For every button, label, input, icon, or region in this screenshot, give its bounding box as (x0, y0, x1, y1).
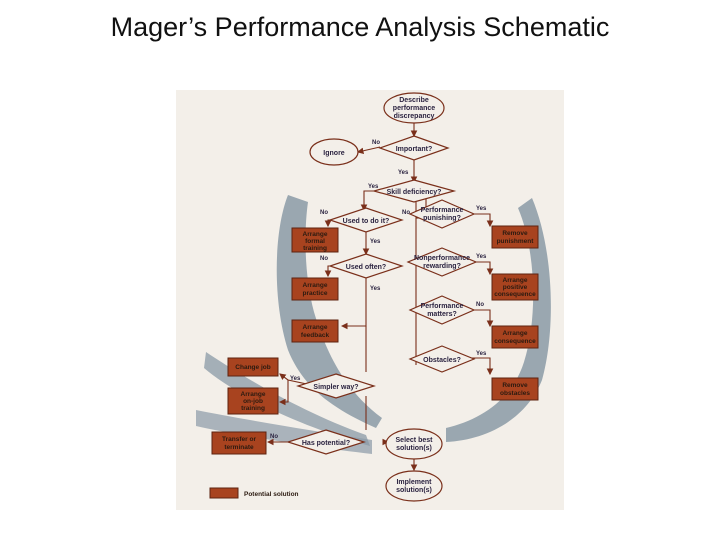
matters-line-1: Performance (421, 303, 464, 310)
transfer-line-1: Transfer or (222, 436, 256, 443)
consequence-line-2: consequence (494, 338, 536, 345)
nonperf-diamond (406, 247, 478, 277)
potential-label: Has potential? (302, 440, 350, 447)
formal-line-2: formal (305, 238, 325, 245)
positive-line-2: positive (503, 284, 528, 291)
transfer-line-2: terminate (224, 444, 254, 451)
implement-line-1: Implement (396, 479, 432, 486)
box-change-job (227, 357, 279, 377)
yes-label-used-often: Yes (370, 286, 381, 292)
box-formal-training (291, 227, 339, 253)
used-often-label: Used often? (346, 264, 386, 271)
remove-obst-line-1: Remove (502, 382, 528, 389)
legend-label: Potential solution (244, 491, 299, 498)
page-title: Mager’s Performance Analysis Schematic (110, 12, 610, 42)
no-label-used-to: No (320, 210, 328, 216)
important-label: Important? (396, 146, 433, 153)
start-line-2: performance (393, 105, 436, 112)
positive-line-3: consequence (494, 291, 536, 298)
feedback-line-2: feedback (301, 332, 330, 339)
punishing-diamond (408, 199, 476, 229)
skill-diamond (371, 179, 457, 203)
formal-line-1: Arrange (303, 231, 328, 238)
yes-label-obstacles: Yes (476, 351, 487, 357)
ojt-line-3: training (241, 405, 265, 412)
remove-punish-line-2: punishment (497, 238, 535, 245)
no-label-used-often: No (320, 256, 328, 262)
box-transfer (211, 431, 267, 455)
start-line-1: Describe (399, 97, 429, 104)
simpler-label: Simpler way? (313, 384, 358, 391)
potential-diamond (286, 429, 366, 455)
flowchart-diagram: Describe performance discrepancy Ignore … (196, 92, 551, 502)
ignore-label: Ignore (323, 150, 344, 157)
select-line-1: Select best (396, 437, 434, 444)
formal-line-3: training (303, 245, 327, 252)
implement-line-2: solution(s) (396, 487, 432, 494)
obstacles-label: Obstacles? (423, 357, 461, 364)
remove-obst-line-2: obstacles (500, 390, 530, 397)
box-on-job-training (227, 387, 279, 415)
practice-line-1: Arrange (303, 282, 328, 289)
important-diamond (378, 135, 450, 161)
ignore-oval (309, 138, 359, 166)
box-consequence (491, 325, 539, 349)
left-band (276, 195, 382, 428)
practice-line-2: practice (303, 290, 328, 297)
matters-line-2: matters? (427, 311, 457, 318)
skill-label: Skill deficiency? (387, 189, 442, 196)
nonperf-line-1: Nonperformance (414, 255, 470, 262)
obstacles-diamond (408, 345, 476, 373)
no-label-potential: No (270, 434, 278, 440)
positive-line-1: Arrange (503, 277, 528, 284)
used-to-label: Used to do it? (343, 218, 390, 225)
legend-swatch (209, 487, 239, 499)
left-band-lower (204, 352, 370, 446)
box-remove-punishment (491, 225, 539, 249)
remove-punish-line-1: Remove (502, 230, 528, 237)
box-feedback (291, 319, 339, 343)
used-often-diamond (328, 253, 404, 279)
feedback-line-1: Arrange (303, 324, 328, 331)
select-oval (385, 428, 443, 460)
yes-label-nonperf: Yes (476, 254, 487, 260)
no-label-important: No (372, 140, 380, 146)
change-job-label: Change job (235, 364, 270, 371)
used-to-diamond (328, 207, 404, 233)
consequence-line-1: Arrange (503, 330, 528, 337)
yes-label-skill: Yes (368, 184, 379, 190)
matters-diamond (408, 295, 476, 325)
select-line-2: solution(s) (396, 445, 432, 452)
flowchart-scan: Describe performance discrepancy Ignore … (176, 90, 564, 510)
no-label-skill: No (402, 210, 410, 216)
start-oval (383, 92, 445, 124)
yes-label-simpler: Yes (290, 376, 301, 382)
ojt-line-2: on-job (243, 398, 263, 405)
punishing-line-1: Performance (421, 207, 464, 214)
box-remove-obstacles (491, 377, 539, 401)
yes-label-used-to: Yes (370, 239, 381, 245)
yes-label-important: Yes (398, 170, 409, 176)
start-line-3: discrepancy (394, 113, 435, 120)
no-label-matters: No (476, 302, 484, 308)
nonperf-line-2: rewarding? (423, 263, 461, 270)
box-positive (491, 273, 539, 301)
punishing-line-2: punishing? (423, 215, 461, 222)
box-practice (291, 277, 339, 301)
ojt-line-1: Arrange (241, 391, 266, 398)
simpler-diamond (296, 373, 376, 399)
yes-label-punishing: Yes (476, 206, 487, 212)
implement-oval (385, 470, 443, 502)
